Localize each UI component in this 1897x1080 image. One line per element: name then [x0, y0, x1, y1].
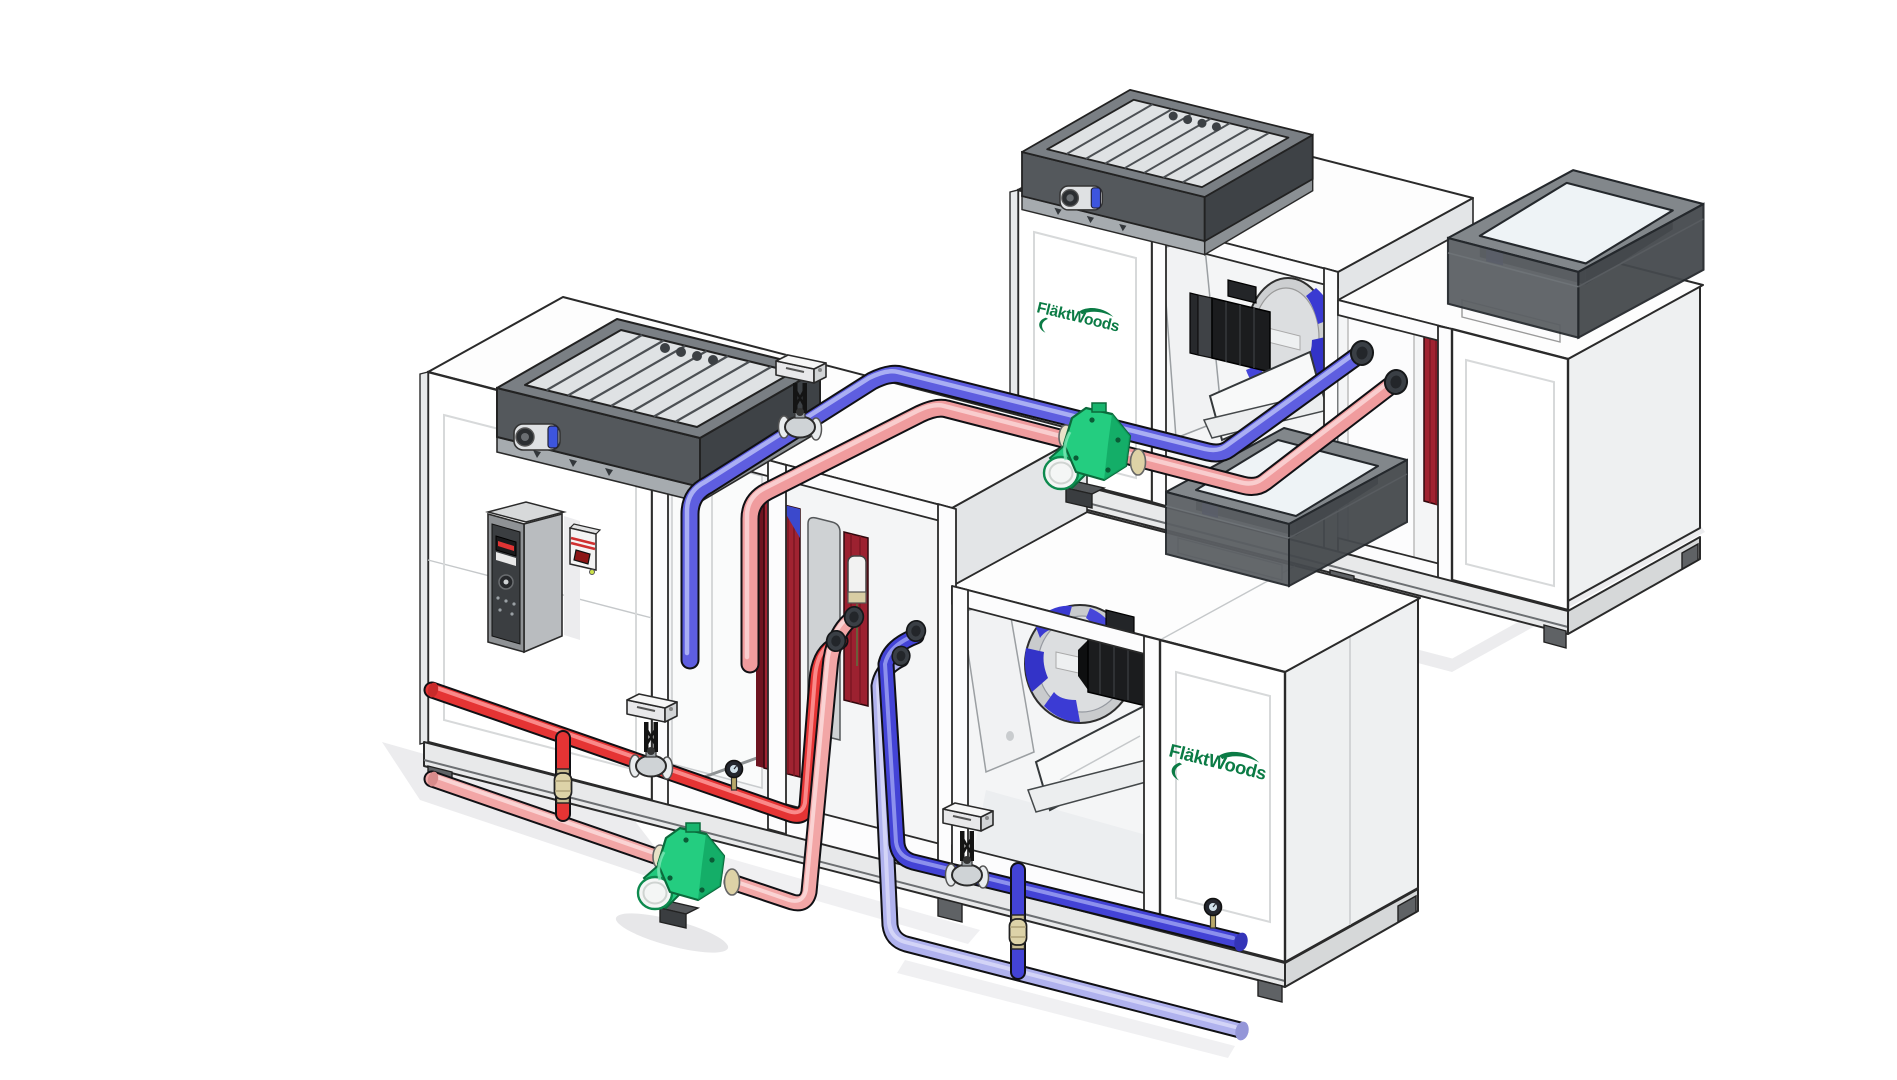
hot-flex-coupling — [553, 768, 573, 804]
interunit-pink-pipe — [740, 376, 1400, 674]
safety-switch — [568, 523, 602, 575]
logo-swoosh-bottom-icon — [1039, 317, 1048, 333]
cold-flex-coupling — [1008, 914, 1028, 950]
lower-ahu-fan-section — [951, 599, 1169, 931]
lower-damper-actuator — [513, 423, 561, 451]
interunit-pipe-run — [680, 338, 1410, 674]
cold-water-circuit — [870, 618, 1249, 1041]
upper-fan-motor — [1189, 279, 1271, 373]
vfd-drive-cabinet — [485, 501, 580, 654]
logo-swoosh-bottom-icon — [1171, 762, 1183, 781]
hot-water-circuit — [423, 604, 866, 930]
lower-ahu-right-door — [1158, 638, 1287, 964]
logo-swoosh-top-icon — [1079, 308, 1114, 317]
cold-supply-blue-pipe — [877, 627, 1248, 952]
upper-damper-actuator — [1059, 185, 1104, 211]
hot-return-pink-pipe — [423, 770, 667, 866]
logo-swoosh-top-icon — [1219, 751, 1260, 763]
safety-switch-handle — [573, 549, 591, 565]
interunit-blue-pipe — [680, 347, 1366, 670]
